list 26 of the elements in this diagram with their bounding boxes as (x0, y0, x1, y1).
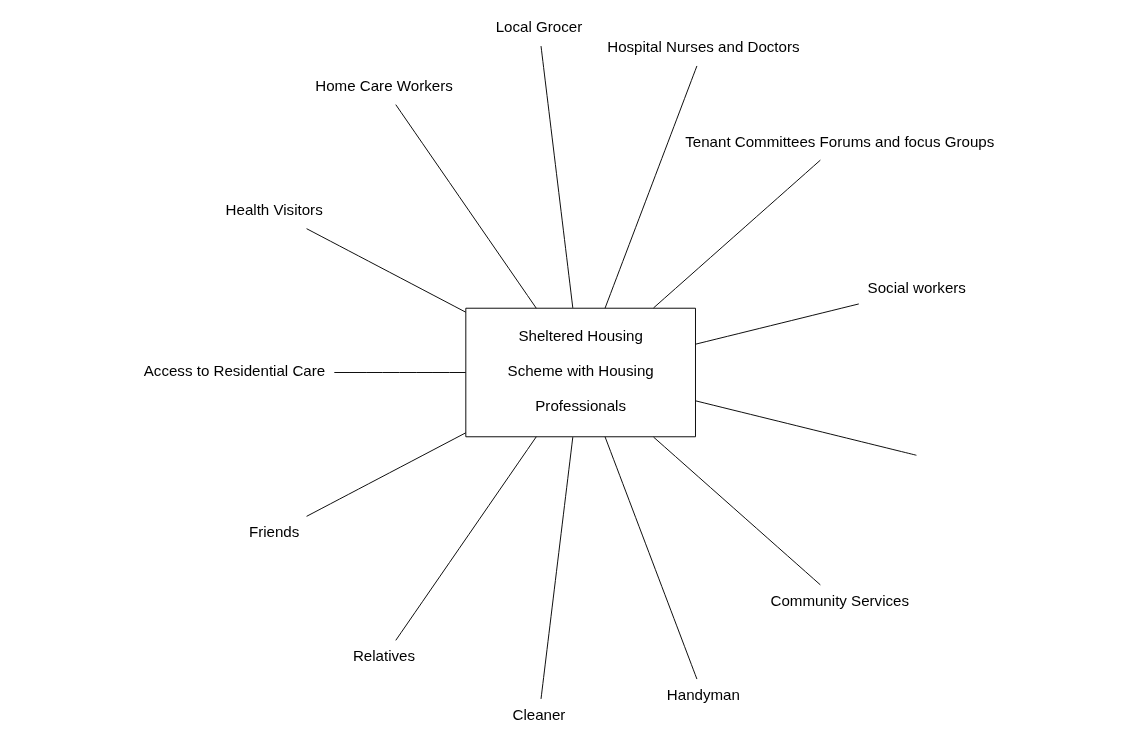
node-text: Community Services (769, 591, 909, 609)
node-text: Home Care Workers (314, 77, 453, 95)
node-text: Hospital Nurses and Doctors (606, 38, 800, 56)
connector (394, 104, 537, 309)
node-box: Sheltered Housing Scheme with Housing Professionals (464, 307, 696, 438)
connector (305, 432, 466, 517)
node-text: Cleaner (511, 705, 565, 723)
connector (652, 159, 821, 309)
node-text: Health Visitors (225, 201, 323, 219)
node-text: Relatives (352, 646, 415, 664)
node-text: Social workers (867, 279, 966, 297)
node-text: Tenant Committees Forums and focus Groups (684, 132, 994, 150)
connector (604, 436, 697, 680)
connector (394, 436, 537, 641)
connector (652, 436, 821, 586)
connector (694, 303, 859, 345)
node-text: Friends (248, 522, 299, 540)
node-text: Handyman (666, 685, 740, 703)
connector (333, 372, 466, 373)
connector (540, 45, 573, 309)
connector (540, 436, 573, 700)
node-text: Local Grocer (495, 18, 582, 36)
connector (604, 65, 697, 309)
node-text: Access to Residential Care (143, 362, 325, 380)
connector (305, 228, 466, 313)
connector (694, 400, 917, 456)
